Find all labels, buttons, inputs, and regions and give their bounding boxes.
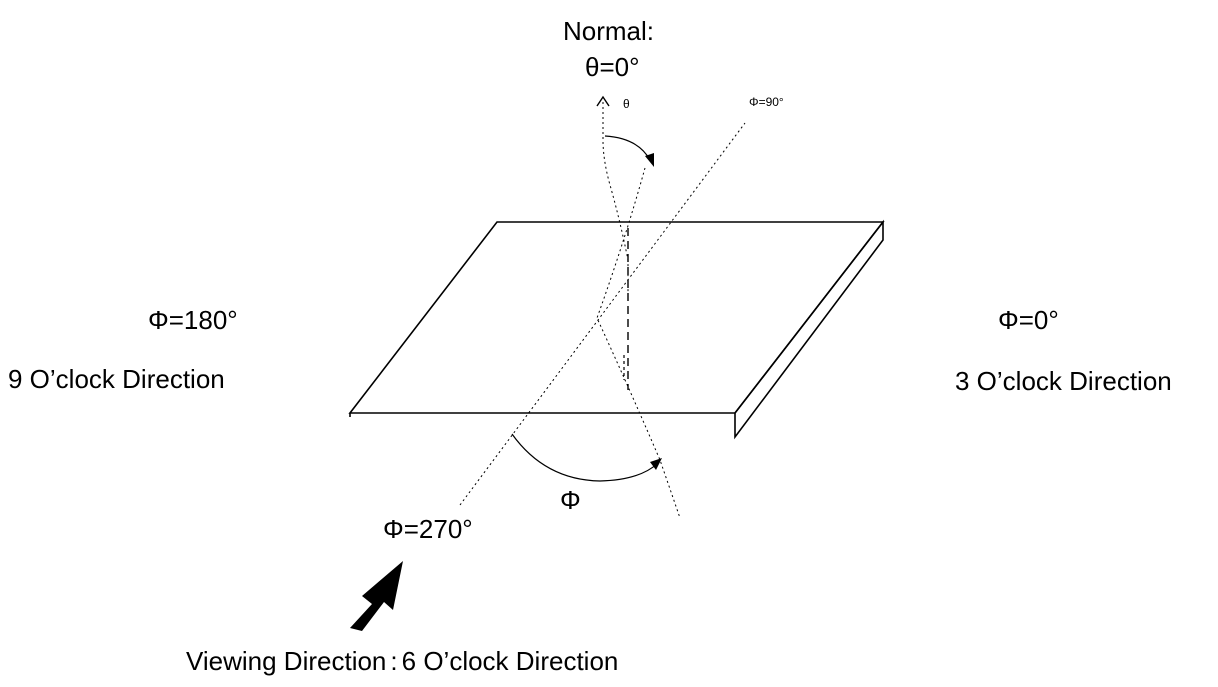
viewing-direction-separator: : — [390, 646, 398, 676]
six-oclock-text: 6 O’clock Direction — [401, 646, 619, 676]
panel-side-face — [734, 219, 884, 440]
theta-arc — [604, 135, 651, 161]
normal-arrow-head — [596, 95, 610, 107]
lcd-panel — [348, 219, 885, 440]
phi-axis-line — [459, 122, 746, 506]
theta-arc-arrow — [645, 153, 654, 167]
phi-arc-arrow — [650, 458, 662, 470]
phi-270-label: Φ=270° — [383, 514, 473, 544]
phi-0-label: Φ=0° — [998, 305, 1059, 335]
viewing-direction-arrow — [350, 561, 403, 631]
phi-180-label: Φ=180° — [148, 305, 238, 335]
normal-title: Normal: — [563, 16, 655, 46]
theta-symbol: θ — [623, 97, 630, 111]
nine-oclock-label: 9 O’clock Direction — [8, 364, 225, 394]
phi-90-label: Φ=90° — [749, 95, 784, 109]
viewing-direction-text: Viewing Direction — [186, 646, 387, 676]
normal-axis-line — [602, 102, 629, 300]
viewing-direction-caption: Viewing Direction:6 O’clock Direction — [186, 648, 618, 674]
viewing-line — [596, 167, 681, 519]
three-oclock-label: 3 O’clock Direction — [955, 366, 1172, 396]
phi-symbol: Φ — [560, 485, 581, 515]
panel-top-face — [348, 221, 885, 414]
theta-zero-label: θ=0° — [585, 52, 640, 82]
phi-arc — [511, 433, 659, 482]
